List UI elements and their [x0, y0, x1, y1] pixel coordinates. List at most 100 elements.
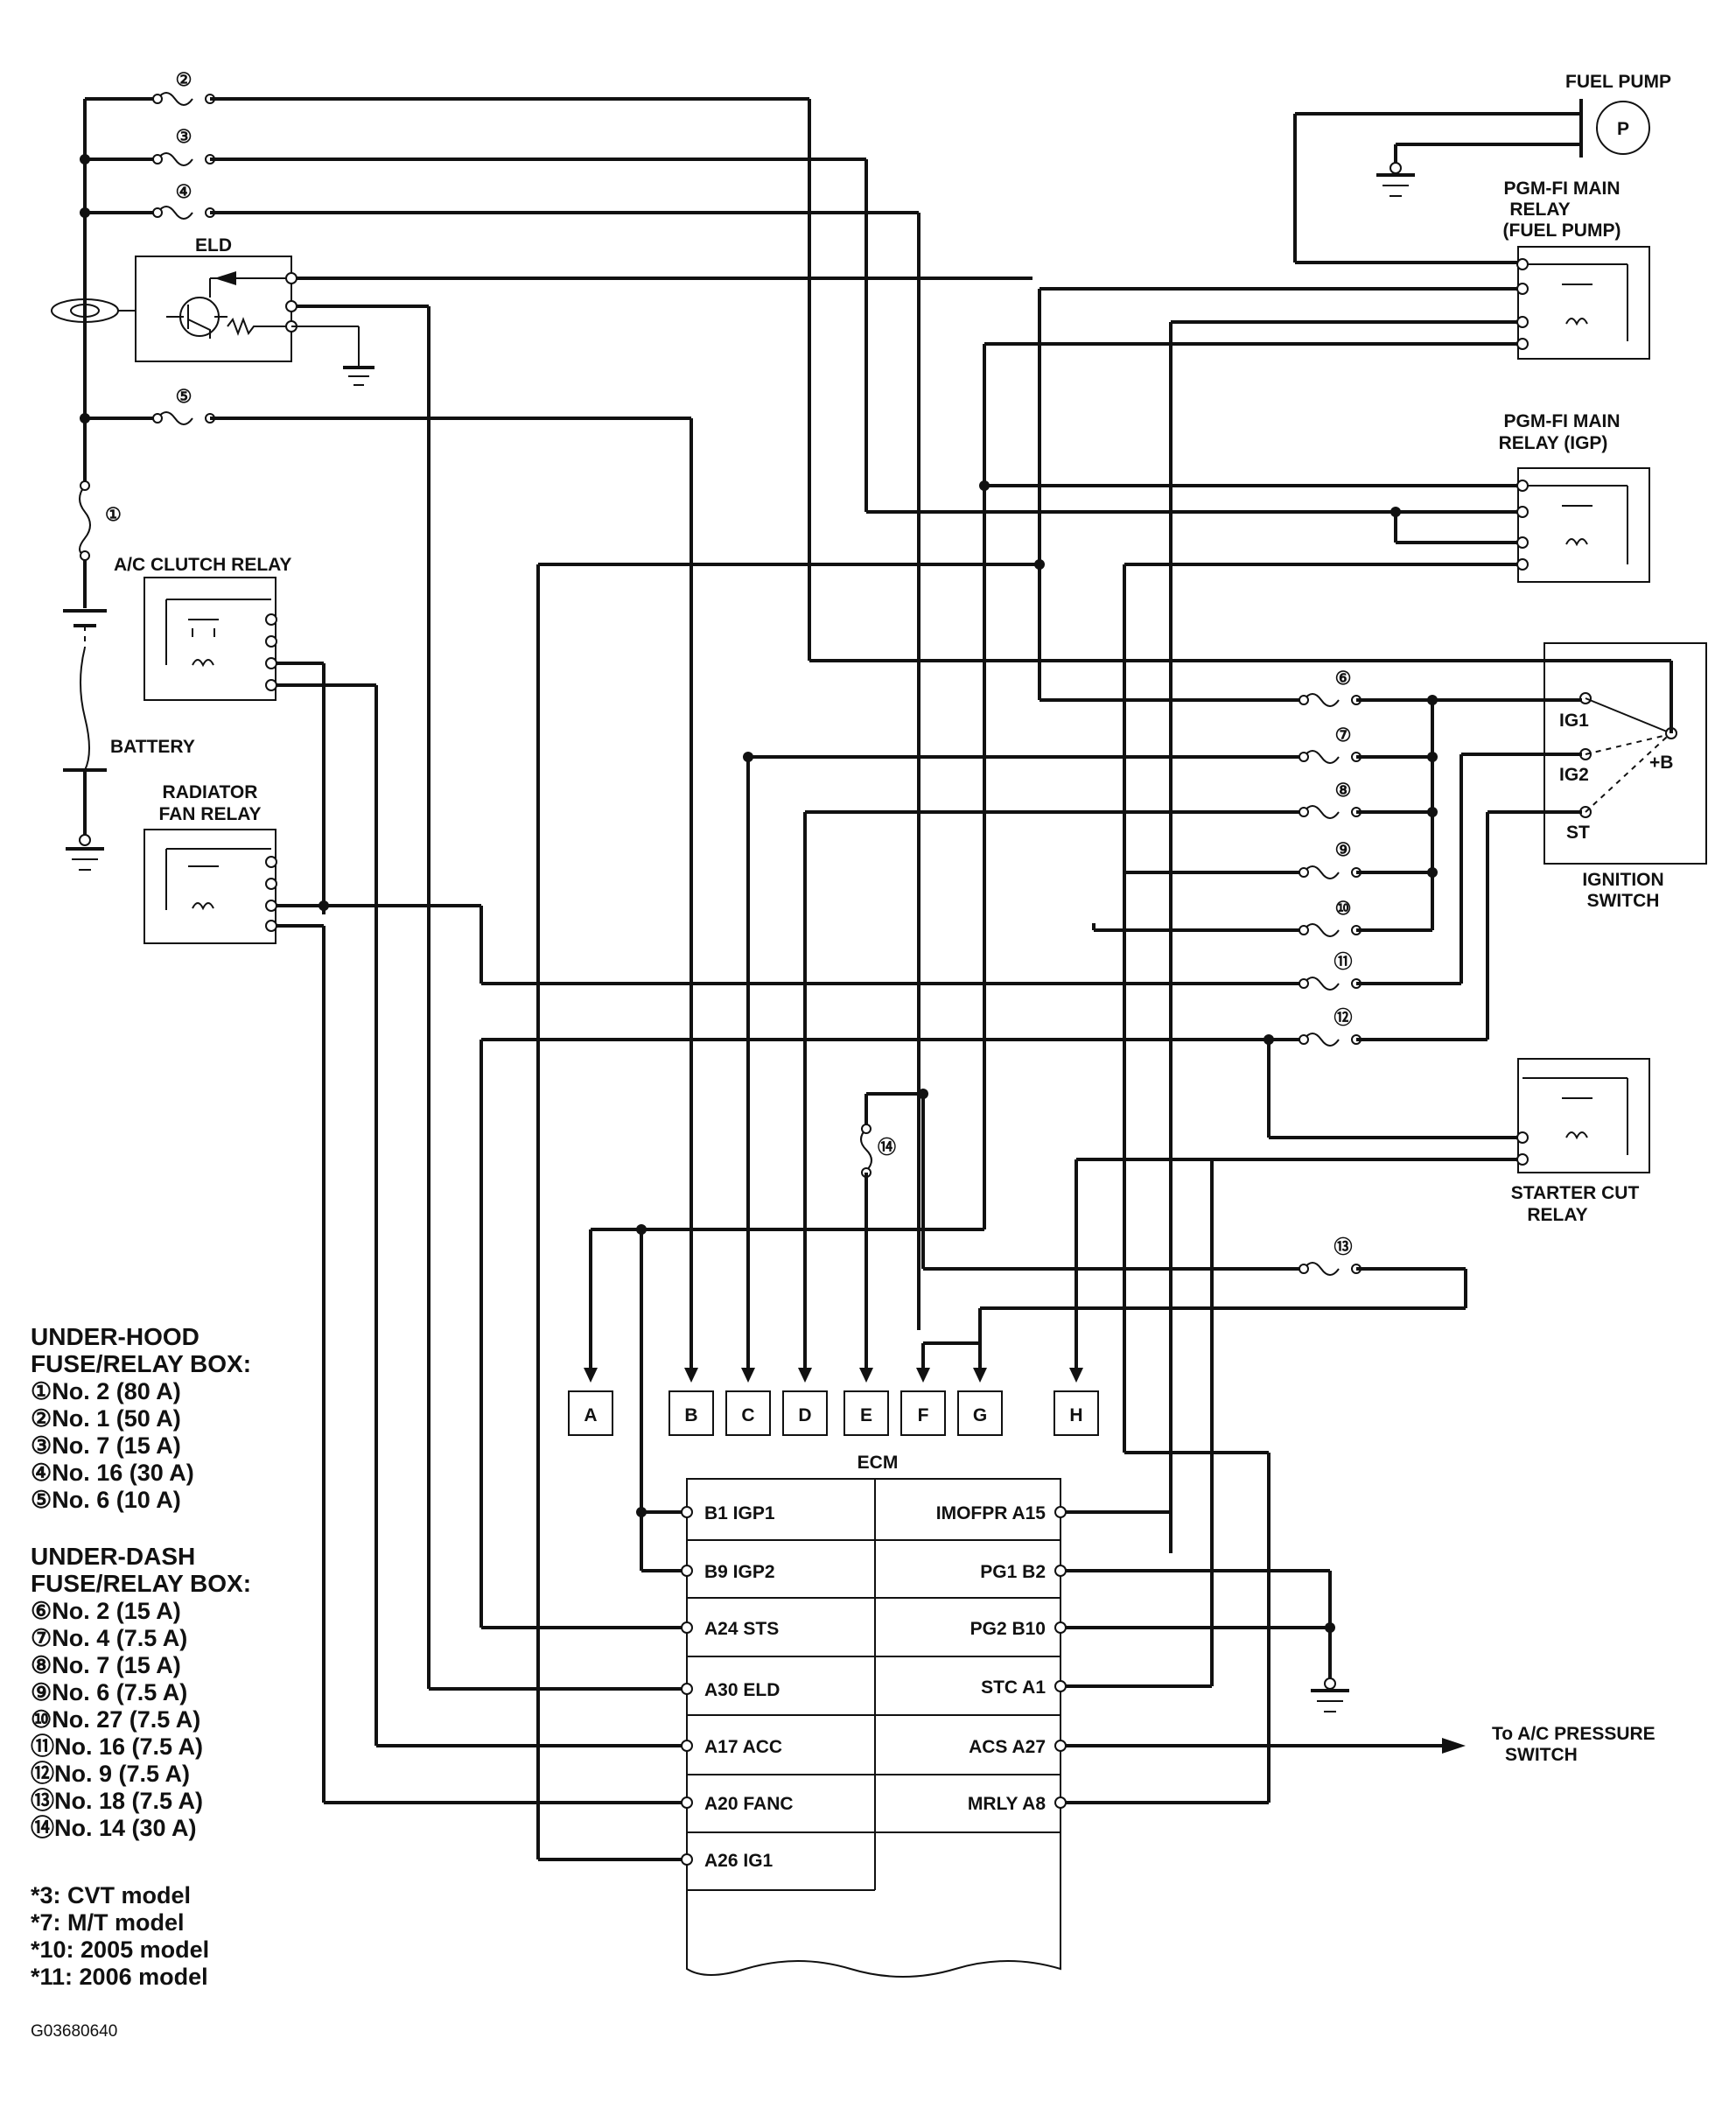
svg-text:PGM-FI MAIN: PGM-FI MAIN — [1504, 411, 1620, 431]
ac-pressure-label-1: To A/C PRESSURE — [1492, 1724, 1656, 1744]
svg-text:ELD: ELD — [195, 235, 232, 256]
svg-text:B9 IGP2: B9 IGP2 — [704, 1562, 775, 1582]
battery-label: BATTERY — [110, 737, 195, 757]
svg-text:⑬: ⑬ — [1334, 1236, 1353, 1257]
svg-text:RELAY: RELAY — [1527, 1205, 1587, 1225]
svg-text:⑤No. 6 (10 A): ⑤No. 6 (10 A) — [31, 1487, 181, 1513]
svg-text:⑩: ⑩ — [1335, 899, 1352, 919]
connector-d — [782, 1390, 828, 1436]
svg-text:⑦No. 4 (7.5 A): ⑦No. 4 (7.5 A) — [31, 1625, 187, 1651]
svg-text:FUSE/RELAY BOX:: FUSE/RELAY BOX: — [31, 1350, 251, 1377]
svg-text:ST: ST — [1566, 823, 1590, 843]
svg-text:B1 IGP1: B1 IGP1 — [704, 1503, 775, 1523]
svg-text:PG1 B2: PG1 B2 — [980, 1562, 1046, 1582]
ground-icon — [1311, 1671, 1349, 1712]
connectors: A B C D E F G H — [568, 1368, 1099, 1436]
svg-text:⑨: ⑨ — [1335, 840, 1352, 860]
svg-text:④No. 16 (30 A): ④No. 16 (30 A) — [31, 1460, 194, 1486]
svg-text:③No. 7 (15 A): ③No. 7 (15 A) — [31, 1432, 181, 1459]
svg-text:RELAY: RELAY — [1509, 200, 1570, 220]
connector-b — [668, 1390, 714, 1436]
arrow-right-icon — [1442, 1738, 1466, 1754]
svg-text:P: P — [1617, 119, 1629, 139]
svg-text:⑭No. 14 (30 A): ⑭No. 14 (30 A) — [31, 1814, 197, 1841]
ground-icon — [343, 366, 374, 386]
svg-text:FUSE/RELAY BOX:: FUSE/RELAY BOX: — [31, 1570, 251, 1597]
harness-wires: ⑭ — [276, 99, 1517, 1861]
svg-text:②: ② — [176, 70, 192, 90]
ignition-switch: IG1 IG2 ST +B IGNITION SWITCH — [1544, 642, 1707, 911]
svg-text:⑥: ⑥ — [1335, 669, 1352, 689]
svg-text:A20 FANC: A20 FANC — [704, 1794, 794, 1814]
svg-text:UNDER-DASH: UNDER-DASH — [31, 1543, 195, 1570]
svg-text:(FUEL PUMP): (FUEL PUMP) — [1503, 221, 1621, 241]
connector-e — [844, 1390, 889, 1436]
svg-text:⑧No. 7 (15 A): ⑧No. 7 (15 A) — [31, 1652, 181, 1678]
connector-g — [957, 1390, 1003, 1436]
connector-a — [568, 1390, 613, 1436]
svg-text:⑧: ⑧ — [1335, 781, 1352, 801]
fuse-2: ② — [85, 70, 809, 106]
fuse-5: ⑤ — [85, 387, 691, 425]
svg-text:FAN RELAY: FAN RELAY — [158, 804, 261, 824]
svg-text:⑪: ⑪ — [1334, 951, 1353, 972]
pump-icon — [1596, 101, 1650, 155]
svg-text:⑦: ⑦ — [1335, 725, 1352, 746]
svg-text:IG2: IG2 — [1559, 765, 1589, 785]
svg-text:A: A — [584, 1405, 597, 1425]
radiator-fan-relay: RADIATOR FAN RELAY — [144, 782, 277, 944]
ground-icon — [1376, 162, 1415, 197]
svg-text:④: ④ — [176, 182, 192, 202]
under-dash-bus — [809, 659, 1671, 1040]
svg-text:⑪No. 16 (7.5 A): ⑪No. 16 (7.5 A) — [31, 1733, 203, 1760]
svg-text:ACS A27: ACS A27 — [969, 1737, 1046, 1757]
svg-text:⑨No. 6 (7.5 A): ⑨No. 6 (7.5 A) — [31, 1679, 187, 1705]
svg-text:RADIATOR: RADIATOR — [163, 782, 258, 802]
svg-text:FUEL PUMP: FUEL PUMP — [1565, 72, 1671, 92]
svg-text:A17 ACC: A17 ACC — [704, 1737, 782, 1757]
battery-bus: BATTERY — [51, 99, 195, 871]
svg-text:+B: +B — [1649, 753, 1673, 773]
svg-text:IG1: IG1 — [1559, 711, 1589, 731]
svg-text:E: E — [860, 1405, 872, 1425]
svg-text:*11: 2006 model: *11: 2006 model — [31, 1964, 208, 1990]
connector-c — [725, 1390, 771, 1436]
svg-text:②No. 1 (50 A): ②No. 1 (50 A) — [31, 1405, 181, 1432]
battery-icon — [63, 578, 107, 836]
svg-text:IGNITION: IGNITION — [1582, 870, 1663, 890]
svg-text:⑫No. 9 (7.5 A): ⑫No. 9 (7.5 A) — [31, 1760, 190, 1787]
transistor-icon — [166, 297, 228, 339]
svg-text:A/C CLUTCH RELAY: A/C CLUTCH RELAY — [114, 555, 291, 575]
svg-text:A26 IG1: A26 IG1 — [704, 1851, 774, 1871]
connector-f — [900, 1390, 946, 1436]
svg-text:IMOFPR A15: IMOFPR A15 — [936, 1503, 1046, 1523]
svg-text:⑬No. 18 (7.5 A): ⑬No. 18 (7.5 A) — [31, 1787, 203, 1814]
svg-text:UNDER-HOOD: UNDER-HOOD — [31, 1323, 200, 1350]
svg-text:C: C — [741, 1405, 754, 1425]
svg-text:⑤: ⑤ — [176, 387, 192, 407]
figure-code: G03680640 — [31, 2022, 117, 2041]
arrow-left-icon — [214, 271, 236, 285]
eld: ELD — [135, 235, 374, 386]
svg-text:③: ③ — [176, 127, 192, 147]
svg-text:*10: 2005 model: *10: 2005 model — [31, 1936, 209, 1963]
svg-text:⑭: ⑭ — [878, 1137, 896, 1158]
ecm: ECM B1 IGP1 B9 IGP2 A24 STS A30 ELD A17 … — [681, 1453, 1067, 1978]
svg-text:PG2 B10: PG2 B10 — [970, 1619, 1046, 1639]
svg-text:①No. 2 (80 A): ①No. 2 (80 A) — [31, 1378, 181, 1404]
svg-text:⑥No. 2 (15 A): ⑥No. 2 (15 A) — [31, 1598, 181, 1624]
starter-cut-relay: STARTER CUT RELAY — [1511, 1058, 1650, 1225]
svg-text:STARTER CUT: STARTER CUT — [1511, 1183, 1640, 1203]
svg-text:A24 STS: A24 STS — [704, 1619, 779, 1639]
svg-text:*7: M/T model: *7: M/T model — [31, 1909, 185, 1936]
pgm-fi-main-relay-igp: PGM-FI MAIN RELAY (IGP) — [1499, 411, 1650, 583]
connector-h — [1054, 1390, 1099, 1436]
fuse-4: ④ — [85, 182, 919, 220]
svg-text:PGM-FI MAIN: PGM-FI MAIN — [1504, 179, 1620, 199]
legend: UNDER-HOOD FUSE/RELAY BOX: ①No. 2 (80 A)… — [31, 1323, 251, 2041]
fuel-pump: FUEL PUMP P — [1293, 72, 1671, 263]
ac-clutch-relay: A/C CLUTCH RELAY — [114, 555, 291, 701]
ac-pressure-label-2: SWITCH — [1505, 1745, 1578, 1765]
svg-text:RELAY (IGP): RELAY (IGP) — [1499, 433, 1608, 453]
